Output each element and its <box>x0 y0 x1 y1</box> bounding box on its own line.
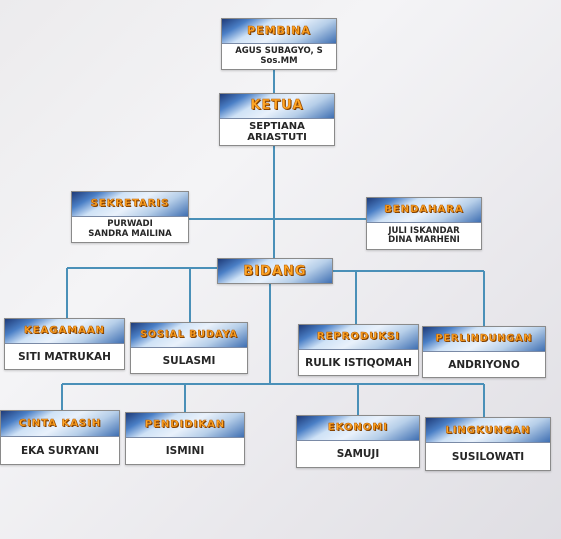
node-header: EKONOMI <box>297 416 419 441</box>
node-pendidikan: PENDIDIKAN ISMINI <box>125 412 245 465</box>
node-header: BENDAHARA <box>367 198 481 223</box>
member-name: AGUS SUBAGYO, S Sos.MM <box>235 45 323 66</box>
node-title: REPRODUKSI <box>316 331 401 343</box>
node-members: EKA SURYANI <box>1 437 119 465</box>
node-members: ISMINI <box>126 438 244 465</box>
member-name: JULI ISKANDAR <box>388 225 460 236</box>
node-ketua: KETUA SEPTIANA ARIASTUTI <box>219 93 335 146</box>
node-title: KEAGAMAAN <box>23 325 106 337</box>
node-sosial-budaya: SOSIAL BUDAYA SULASMI <box>130 322 248 374</box>
node-title: SEKRETARIS <box>90 198 170 210</box>
node-members: SAMUJI <box>297 441 419 468</box>
node-members: SUSILOWATI <box>426 443 550 471</box>
node-title: BENDAHARA <box>384 204 464 216</box>
node-header: PENDIDIKAN <box>126 413 244 438</box>
node-title: KETUA <box>250 98 304 114</box>
node-header: KEAGAMAAN <box>5 319 124 344</box>
node-perlindungan: PERLINDUNGAN ANDRIYONO <box>422 326 546 378</box>
node-ekonomi: EKONOMI SAMUJI <box>296 415 420 468</box>
node-header: KETUA <box>220 94 334 119</box>
node-header: LINGKUNGAN <box>426 418 550 444</box>
node-title: PERLINDUNGAN <box>435 333 533 345</box>
member-name: ANDRIYONO <box>448 358 520 371</box>
node-bidang: BIDANG <box>217 258 333 284</box>
node-cinta-kasih: CINTA KASIH EKA SURYANI <box>0 410 120 465</box>
node-title: SOSIAL BUDAYA <box>140 329 238 341</box>
node-title: PENDIDIKAN <box>144 419 226 431</box>
node-title: PEMBINA <box>247 24 311 38</box>
node-reproduksi: REPRODUKSI RULIK ISTIQOMAH <box>298 324 419 376</box>
member-name: SANDRA MAILINA <box>88 228 172 239</box>
node-members: SEPTIANA ARIASTUTI <box>220 119 334 146</box>
node-members: AGUS SUBAGYO, S Sos.MM <box>222 44 336 71</box>
node-lingkungan: LINGKUNGAN SUSILOWATI <box>425 417 551 471</box>
member-name: EKA SURYANI <box>20 444 100 457</box>
member-name: RULIK ISTIQOMAH <box>305 356 412 369</box>
node-header: REPRODUKSI <box>299 325 418 350</box>
member-name: SEPTIANA ARIASTUTI <box>247 120 307 144</box>
node-members: SITI MATRUKAH <box>5 344 124 371</box>
member-name: PURWADI <box>107 218 153 229</box>
member-name: SAMUJI <box>336 448 380 461</box>
node-title: BIDANG <box>243 263 307 279</box>
node-pembina: PEMBINA AGUS SUBAGYO, S Sos.MM <box>221 18 337 70</box>
node-header: PEMBINA <box>222 19 336 44</box>
node-members: RULIK ISTIQOMAH <box>299 350 418 377</box>
node-header: BIDANG <box>218 259 332 283</box>
node-header: SEKRETARIS <box>72 192 188 217</box>
member-name: SULASMI <box>162 354 216 367</box>
member-name: SUSILOWATI <box>451 451 525 464</box>
node-members: SULASMI <box>131 348 247 375</box>
node-header: CINTA KASIH <box>1 411 119 437</box>
node-title: LINGKUNGAN <box>445 424 531 436</box>
node-header: SOSIAL BUDAYA <box>131 323 247 348</box>
node-members: ANDRIYONO <box>423 352 545 379</box>
node-keagamaan: KEAGAMAAN SITI MATRUKAH <box>4 318 125 370</box>
member-name: SITI MATRUKAH <box>18 350 111 363</box>
node-title: CINTA KASIH <box>18 417 102 430</box>
member-name: DINA MARHENI <box>388 235 460 246</box>
member-name: ISMINI <box>165 445 205 458</box>
node-header: PERLINDUNGAN <box>423 327 545 352</box>
node-title: EKONOMI <box>327 422 389 434</box>
